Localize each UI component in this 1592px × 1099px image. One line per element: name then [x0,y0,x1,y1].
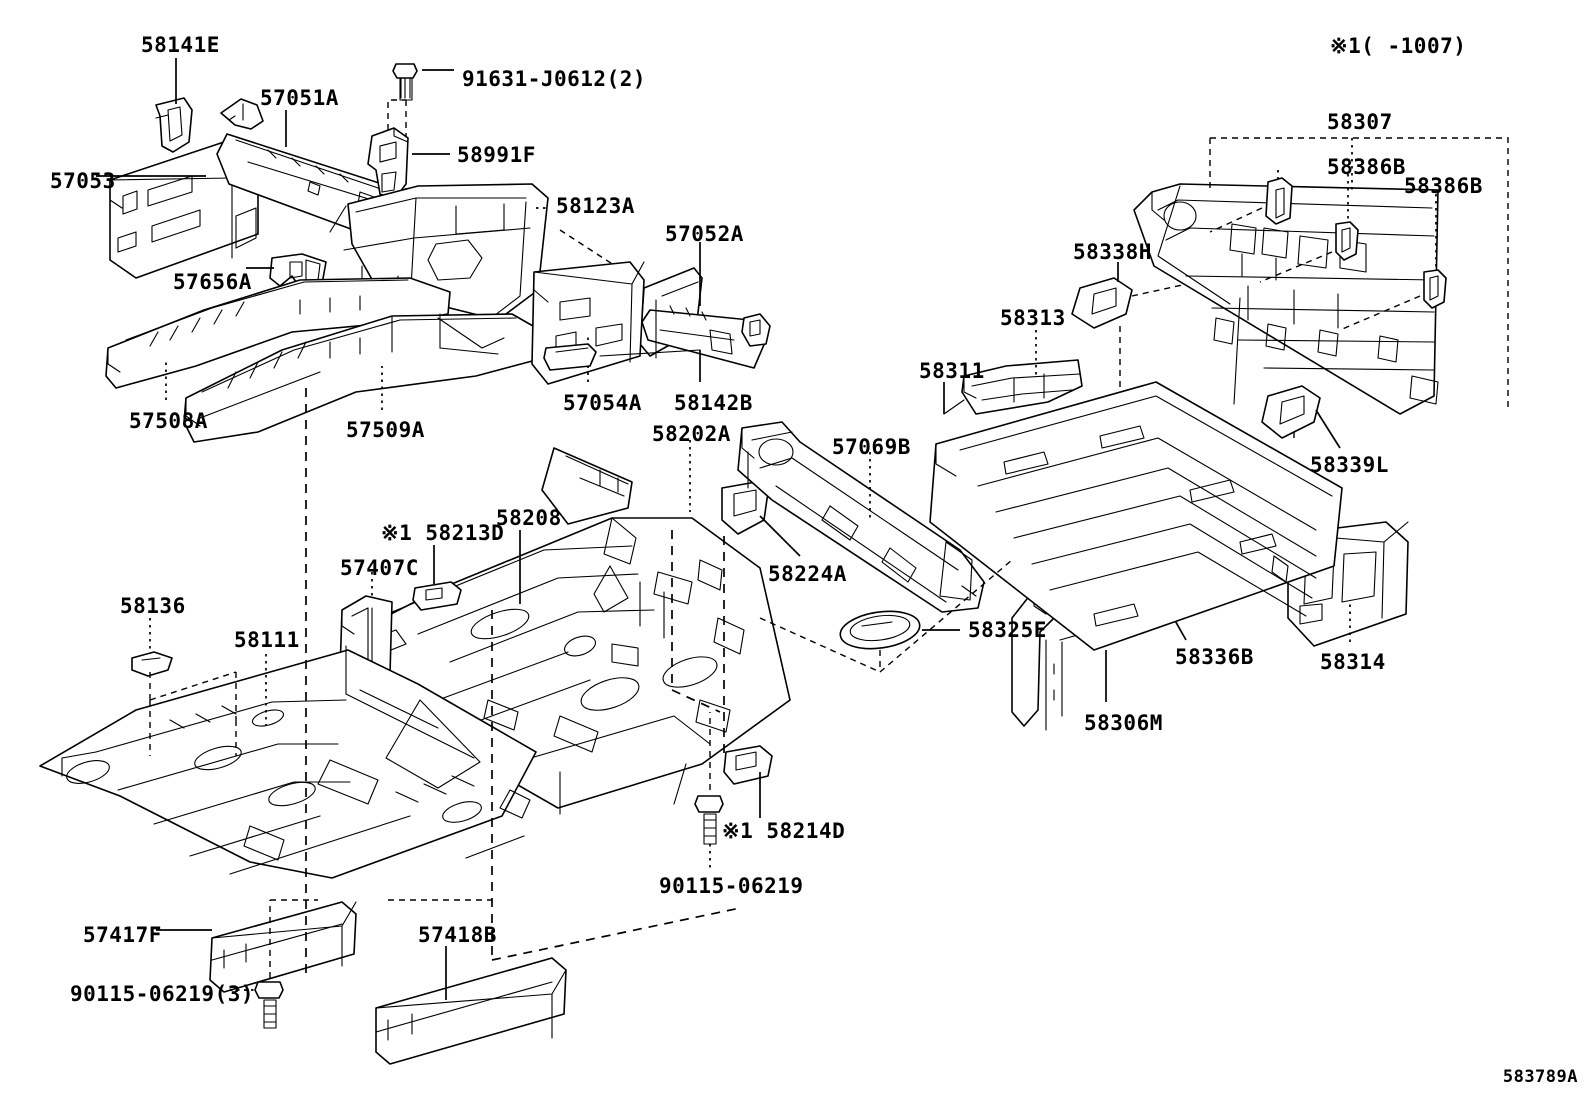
part-label-57508A: 57508A [129,409,208,433]
part-label-58307: 58307 [1327,110,1393,134]
part-57052A [639,267,771,369]
assembly-line-58111 [491,610,741,961]
part-label-58111: 58111 [234,628,300,652]
part-57418B [375,957,567,1065]
part-label-57053: 57053 [50,169,116,193]
part-label-58386B-upper: 58386B [1327,155,1406,179]
assembly-58325E [879,559,1013,673]
part-58141E [155,97,193,153]
part-label-58208: 58208 [496,506,562,530]
part-label-58213D: ※1 58213D [381,521,505,545]
part-label-91631-J0612: 91631-J0612(2) [462,67,647,91]
assembly-line-58991F [387,99,406,130]
part-label-57656A: 57656A [173,270,252,294]
part-label-57417F: 57417F [83,923,162,947]
part-label-58991F: 58991F [457,143,536,167]
part-label-58311: 58311 [919,359,985,383]
part-label-58339L: 58339L [1310,453,1389,477]
assembly-lines-58386B [1209,207,1421,331]
part-label-58325E: 58325E [968,618,1047,642]
part-label-58386B-lower: 58386B [1404,174,1483,198]
part-58386B-mid [1335,221,1359,261]
part-58142B [543,343,597,371]
part-label-57052A: 57052A [665,222,744,246]
part-label-58214D: ※1 58214D [722,819,846,843]
leader-58142B-b [599,349,701,357]
leader-58311-b [943,399,965,415]
part-58339L [1261,385,1321,439]
part-58311 [961,359,1083,415]
part-label-90115-06219-3: 90115-06219(3) [70,982,255,1006]
part-58386B-lower [1423,269,1447,309]
part-label-57051A: 57051A [260,86,339,110]
part-label-58141E: 58141E [141,33,220,57]
part-label-58202A: 58202A [652,422,731,446]
part-58386B-upper [1265,177,1293,225]
part-58325E [839,610,921,650]
bracket-58307-group [1209,137,1509,408]
part-58214D [723,745,773,785]
diagram-code: 583789A [1502,1067,1578,1087]
part-57069B [737,421,985,613]
part-90115-06219 [694,795,724,845]
part-91631-J0612 [392,63,418,101]
part-57509A [183,313,541,443]
part-90115-06219-3 [254,981,284,1029]
part-label-57054A: 57054A [563,391,642,415]
assembly-58136 [149,671,237,756]
part-label-58136: 58136 [120,594,186,618]
part-57417F [209,901,357,993]
part-57053 [109,139,259,279]
part-label-90115-06219: 90115-06219 [659,874,804,898]
assembly-90115-3 [269,899,318,978]
part-58338H [1071,277,1133,329]
part-label-57069B: 57069B [832,435,911,459]
part-58111 [39,645,537,879]
part-58202A [541,447,633,525]
part-label-58123A: 58123A [556,194,635,218]
part-label-58314: 58314 [1320,650,1386,674]
part-label-58142B: 58142B [674,391,753,415]
part-label-57418B: 57418B [418,923,497,947]
part-label-58336B: 58336B [1175,645,1254,669]
part-58213D [412,581,462,611]
part-label-58224A: 58224A [768,562,847,586]
part-label-58306M: 58306M [1084,711,1163,735]
part-label-58338H: 58338H [1073,240,1152,264]
part-label-58313: 58313 [1000,306,1066,330]
footnote-marker: ※1( -1007) [1330,34,1467,58]
part-58136 [131,651,173,677]
leader-58224A [759,515,801,557]
part-label-57407C: 57407C [340,556,419,580]
part-label-57509A: 57509A [346,418,425,442]
leader-58339L [1315,409,1341,449]
assembly-line-58208-a [671,530,721,713]
part-58313-panel [929,381,1343,651]
